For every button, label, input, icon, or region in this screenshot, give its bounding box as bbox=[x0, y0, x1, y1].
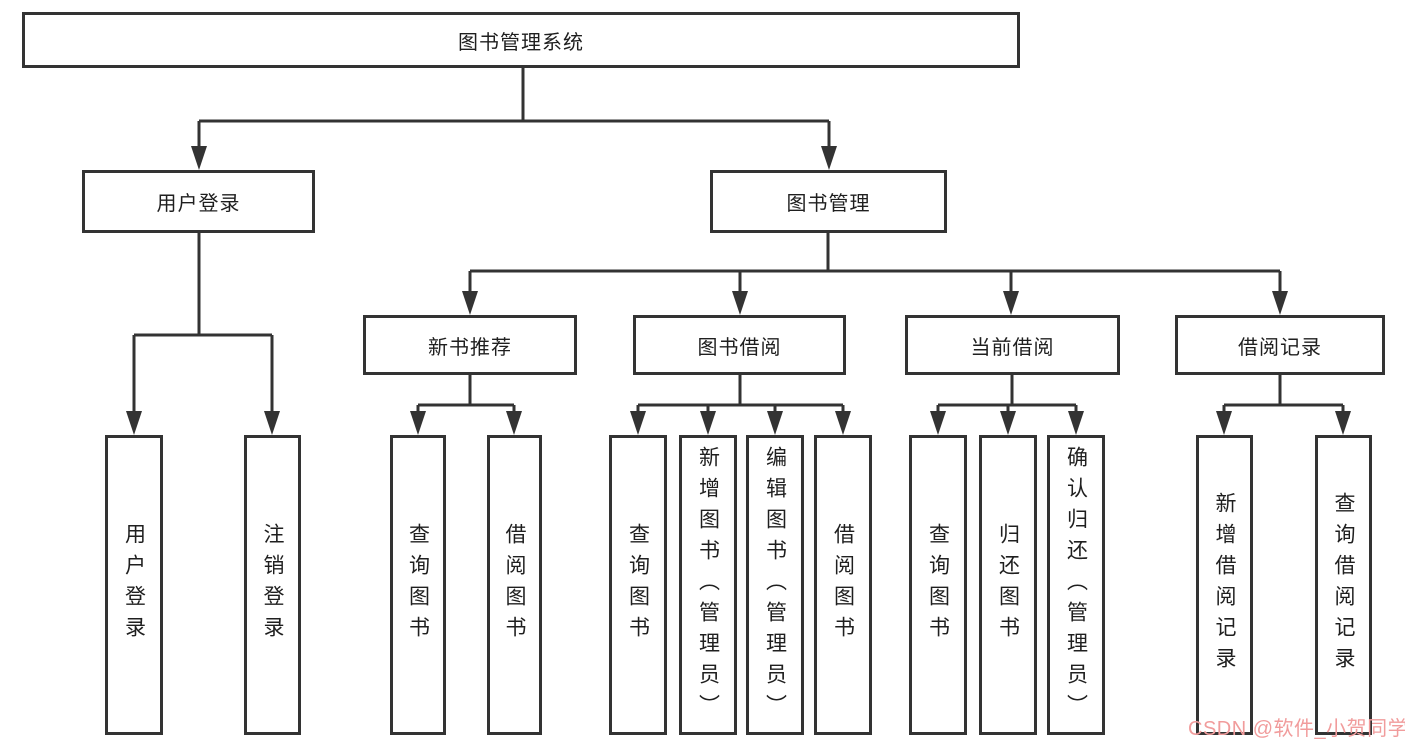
leaf-confirm-return-admin: 确认归还（管理员） bbox=[1047, 435, 1105, 735]
arrowhead bbox=[1272, 291, 1288, 315]
node-user-login-branch: 用户登录 bbox=[82, 170, 315, 233]
arrowhead bbox=[767, 411, 783, 435]
node-label: 确认归还（管理员） bbox=[1064, 445, 1088, 725]
arrowhead bbox=[126, 411, 142, 435]
node-label: 用户登录 bbox=[156, 193, 241, 215]
arrowhead bbox=[700, 411, 716, 435]
leaf-borrow-books-recommend: 借阅图书 bbox=[487, 435, 542, 735]
leaf-add-books-admin: 新增图书（管理员） bbox=[679, 435, 737, 735]
node-label: 编辑图书（管理员） bbox=[763, 445, 787, 725]
node-label: 注销登录 bbox=[261, 523, 284, 647]
leaf-query-books-recommend: 查询图书 bbox=[390, 435, 446, 735]
csdn-watermark: CSDN @软件_小贺同学 bbox=[1188, 718, 1405, 740]
leaf-add-borrow-record: 新增借阅记录 bbox=[1196, 435, 1253, 735]
arrowhead bbox=[630, 411, 646, 435]
node-label: 查询图书 bbox=[406, 523, 430, 647]
leaf-logout: 注销登录 bbox=[244, 435, 301, 735]
node-label: 当前借阅 bbox=[970, 336, 1055, 359]
arrowhead bbox=[835, 411, 851, 435]
arrowhead bbox=[821, 146, 837, 170]
node-label: 图书管理系统 bbox=[458, 31, 584, 54]
arrowhead bbox=[732, 291, 748, 315]
node-label: 图书借阅 bbox=[697, 336, 782, 359]
node-label: 图书管理 bbox=[786, 193, 871, 215]
arrowhead bbox=[1216, 411, 1232, 435]
leaf-edit-books-admin: 编辑图书（管理员） bbox=[746, 435, 804, 735]
arrowhead bbox=[930, 411, 946, 435]
node-label: 查询借阅记录 bbox=[1332, 492, 1355, 678]
leaf-query-books-current: 查询图书 bbox=[909, 435, 967, 735]
node-label: 新增图书（管理员） bbox=[696, 445, 720, 725]
arrowhead bbox=[506, 411, 522, 435]
node-label: 借阅记录 bbox=[1238, 336, 1322, 359]
node-current-borrowing: 当前借阅 bbox=[905, 315, 1120, 375]
node-label: 新书推荐 bbox=[428, 336, 512, 359]
arrowhead bbox=[462, 291, 478, 315]
node-label: 查询图书 bbox=[926, 523, 950, 647]
node-label: 归还图书 bbox=[996, 523, 1020, 647]
node-book-borrowing: 图书借阅 bbox=[633, 315, 846, 375]
node-label: 查询图书 bbox=[626, 523, 650, 647]
node-borrowing-records: 借阅记录 bbox=[1175, 315, 1385, 375]
leaf-return-books: 归还图书 bbox=[979, 435, 1037, 735]
arrowhead bbox=[1068, 411, 1084, 435]
leaf-user-login: 用户登录 bbox=[105, 435, 163, 735]
arrowhead bbox=[1000, 411, 1016, 435]
node-library-management-system: 图书管理系统 bbox=[22, 12, 1020, 68]
arrowhead bbox=[410, 411, 426, 435]
node-label: 借阅图书 bbox=[831, 523, 855, 647]
arrowhead bbox=[1003, 291, 1019, 315]
arrowhead bbox=[264, 411, 280, 435]
leaf-borrow-books: 借阅图书 bbox=[814, 435, 872, 735]
leaf-query-books-borrowing: 查询图书 bbox=[609, 435, 667, 735]
arrowhead bbox=[191, 146, 207, 170]
arrowhead bbox=[1335, 411, 1351, 435]
leaf-query-borrow-record: 查询借阅记录 bbox=[1315, 435, 1372, 735]
node-label: 用户登录 bbox=[122, 523, 146, 647]
node-new-book-recommendation: 新书推荐 bbox=[363, 315, 577, 375]
node-label: 借阅图书 bbox=[503, 523, 526, 647]
node-label: 新增借阅记录 bbox=[1213, 492, 1236, 678]
node-book-management-branch: 图书管理 bbox=[710, 170, 947, 233]
